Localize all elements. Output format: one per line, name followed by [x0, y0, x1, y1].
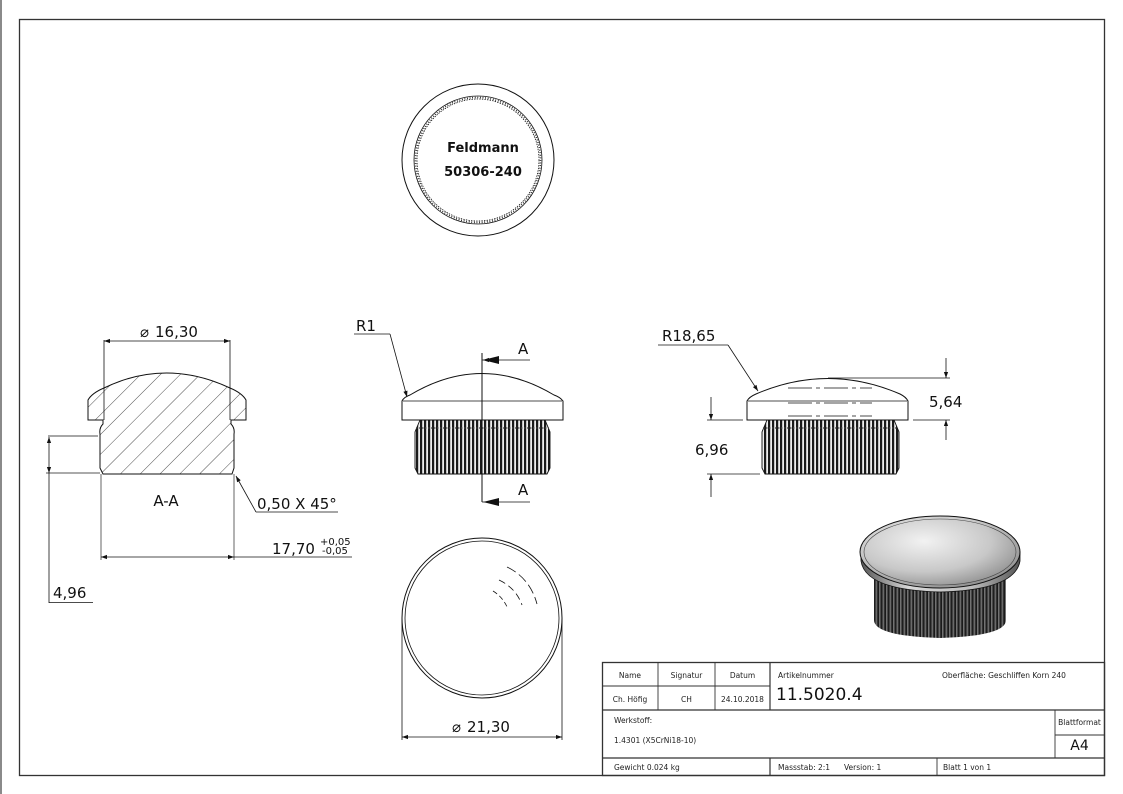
dim-diameter-16-30: 16,30	[155, 323, 198, 341]
format-label: Blattformat	[1058, 718, 1101, 727]
bottom-view: ⌀ 21,30	[401, 537, 563, 740]
section-view-a-a: ⌀ 16,30 A-A 4,96 17,70 +0,05 -0,05 0,50 …	[46, 323, 352, 603]
dim-diameter-16-30-symbol: ⌀	[140, 323, 149, 341]
format-value: A4	[1070, 738, 1089, 754]
page-edge	[0, 0, 2, 794]
material-label: Werkstoff:	[614, 716, 653, 725]
scale: Massstab: 2:1	[778, 763, 831, 772]
dim-width-17-70: 17,70	[272, 540, 315, 558]
side-view: R18,65 5,64 6,96	[658, 327, 962, 497]
isometric-view	[859, 515, 1021, 638]
header-article-number: Artikelnummer	[778, 671, 834, 680]
brand-text: Feldmann	[447, 141, 519, 156]
part-code-text: 50306-240	[444, 165, 522, 180]
header-name: Name	[618, 671, 642, 680]
version: Version: 1	[844, 763, 882, 772]
value-name: Ch. Höfig	[612, 695, 648, 704]
section-label: A-A	[153, 492, 179, 510]
value-date: 24.10.2018	[721, 695, 764, 704]
value-signature: CH	[681, 695, 692, 704]
dim-body-height: 6,96	[695, 441, 728, 459]
surface-finish: Oberfläche: Geschliffen Korn 240	[942, 671, 1066, 680]
material-value: 1.4301 (X5CrNi18-10)	[614, 736, 697, 745]
section-mark-top: A	[518, 340, 529, 358]
weight: Gewicht 0.024 kg	[614, 763, 680, 772]
article-number: 11.5020.4	[776, 685, 863, 705]
header-signature: Signatur	[670, 671, 703, 680]
dim-diameter-21-30: 21,30	[467, 718, 510, 736]
title-block	[601, 661, 1106, 777]
dim-diameter-21-30-symbol: ⌀	[452, 718, 461, 736]
section-mark-bottom: A	[518, 481, 529, 499]
front-view: A A R1	[354, 317, 564, 506]
dim-radius-r1: R1	[356, 317, 376, 335]
drawing-frame	[18, 18, 1106, 777]
dim-tol-plus: +0,05	[320, 537, 351, 548]
sheet-number: Blatt 1 von 1	[943, 763, 992, 772]
dim-dome-height: 5,64	[929, 393, 962, 411]
header-date: Datum	[729, 671, 756, 680]
dim-tol-minus: -0,05	[322, 546, 348, 557]
top-view: Feldmann 50306-240	[401, 83, 555, 237]
dim-radius-r18-65: R18,65	[662, 327, 715, 345]
dim-chamfer: 0,50 X 45°	[257, 495, 337, 513]
dim-height-4-96: 4,96	[53, 584, 86, 602]
